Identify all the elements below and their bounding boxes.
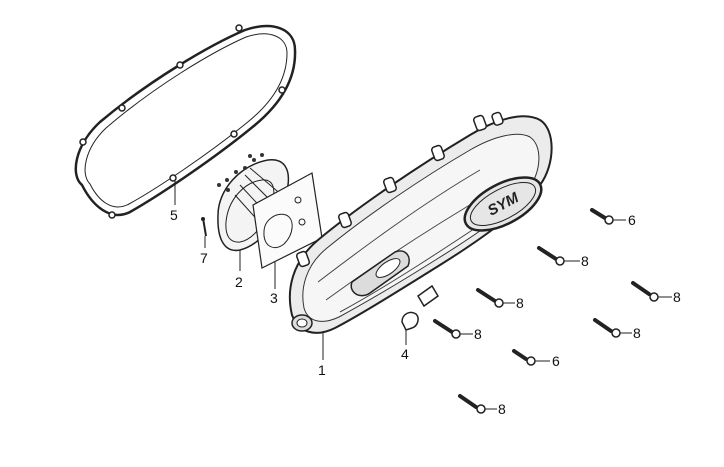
bolt-label6-bottom (512, 349, 536, 366)
bolt-callout-right: 8 (673, 289, 681, 305)
bolt-callout-middle: 8 (516, 295, 524, 311)
bolt-label8-right (631, 281, 659, 302)
bolt-callout-lower-right: 8 (633, 325, 641, 341)
callout-1: 1 (318, 362, 326, 378)
bolt-callout-bottom-6: 6 (552, 353, 560, 369)
callout-2: 2 (235, 274, 243, 290)
bolt-label8-upper-left (537, 246, 565, 266)
callout-4: 4 (401, 346, 409, 362)
bolt-label8-bottom (458, 394, 486, 414)
gasket-part-5 (74, 24, 297, 219)
bolt-callout-top: 6 (628, 212, 636, 228)
cover-boss (291, 314, 313, 332)
bolt-label8-lower-left (433, 319, 461, 339)
bolt-callout-lower-left: 8 (474, 326, 482, 342)
callout-5: 5 (170, 207, 178, 223)
seal-plate-part-3 (252, 172, 323, 269)
bolt-label8-lower-right (593, 318, 621, 338)
logo-badge: SYM (463, 176, 543, 232)
clip-part-4 (401, 311, 419, 331)
callout-7: 7 (200, 250, 208, 266)
cover-recess (350, 250, 410, 297)
bolt-label6-top (590, 208, 614, 225)
transmission-cover-part-1: SYM (288, 111, 553, 334)
leader-lines (174, 180, 672, 410)
pin-part-7 (201, 217, 207, 237)
callouts: 5 2 3 7 1 4 6 8 8 8 8 8 6 8 (170, 207, 681, 417)
bolt-group (433, 208, 659, 414)
bolt-callout-upper-left: 8 (581, 253, 589, 269)
bolt-callout-bottom-8: 8 (498, 401, 506, 417)
callout-3: 3 (270, 290, 278, 306)
bolt-label8-middle (476, 288, 504, 308)
